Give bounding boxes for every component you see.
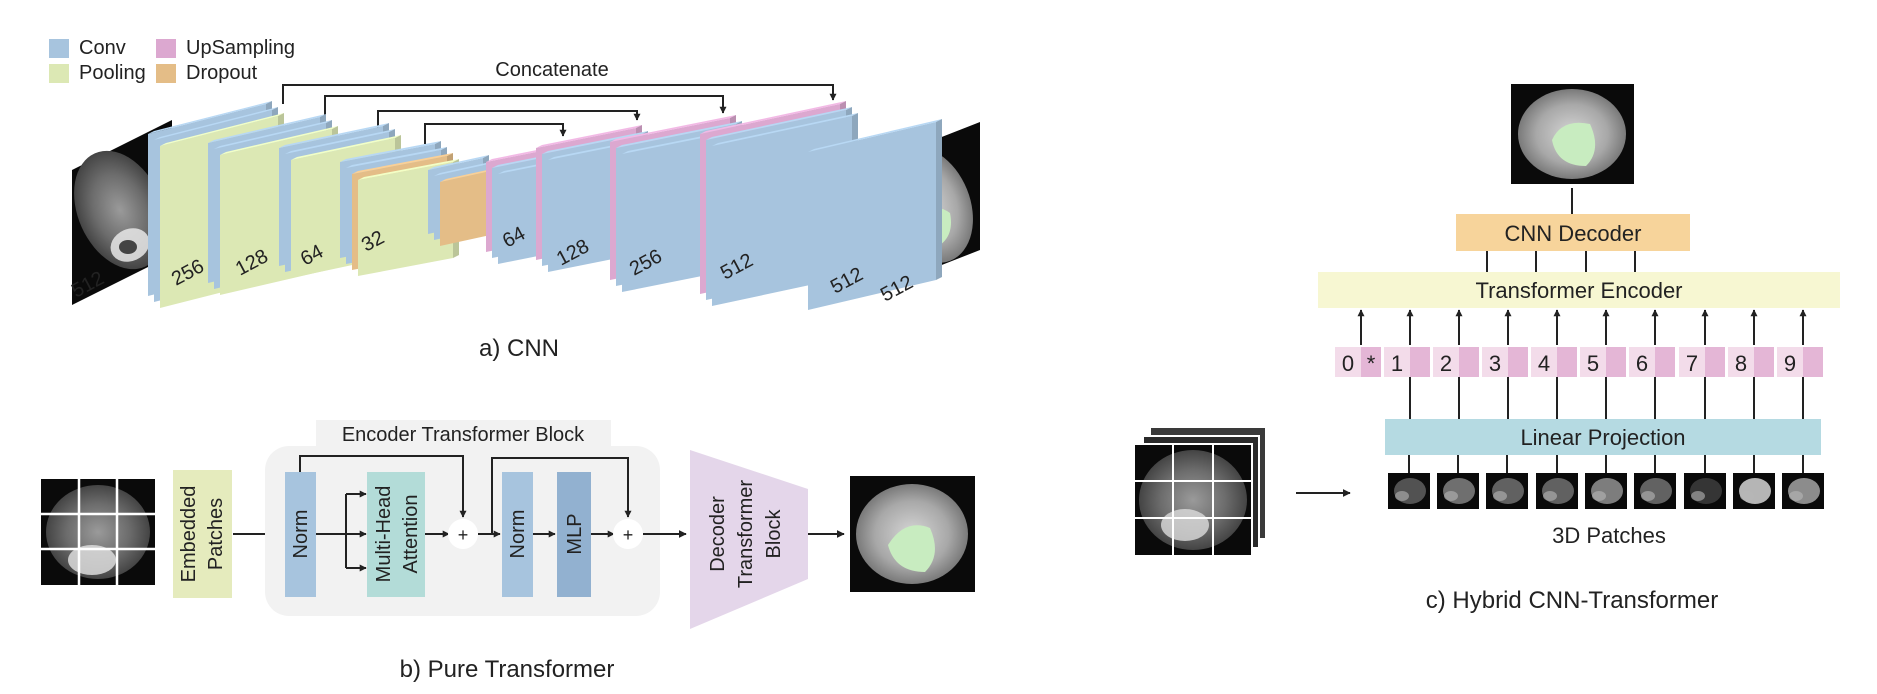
transformer-encoder-label: Transformer Encoder <box>1475 278 1682 303</box>
norm-2-label: Norm <box>507 510 529 559</box>
linear-projection-label: Linear Projection <box>1520 425 1685 450</box>
add-2-label: + <box>623 525 634 545</box>
caption-pure-transformer: b) Pure Transformer <box>400 656 615 683</box>
token-label-0: 0 <box>1342 351 1354 376</box>
mlp-label: MLP <box>564 513 586 554</box>
patch-4 <box>1536 455 1578 509</box>
token-8: 8 <box>1728 309 1774 419</box>
token-1: 1 <box>1384 309 1430 419</box>
hybrid-input-volume <box>1133 426 1267 557</box>
skip-connection-4 <box>424 123 567 144</box>
patch-7 <box>1684 455 1726 509</box>
token-3: 3 <box>1482 309 1528 419</box>
transformer-encoder-box <box>1318 272 1840 308</box>
patch-8 <box>1733 455 1775 509</box>
skip-connection-2 <box>324 95 727 116</box>
patch-3 <box>1486 455 1528 509</box>
norm-1-label: Norm <box>290 510 312 559</box>
token-label-6: 6 <box>1636 351 1648 376</box>
encoder-block-title: Encoder Transformer Block <box>342 424 585 446</box>
norm-2 <box>502 472 533 597</box>
skip-connection-3 <box>377 110 641 128</box>
token-label-5: 5 <box>1587 351 1599 376</box>
token-label-4: 4 <box>1538 351 1550 376</box>
token-label-8: 8 <box>1735 351 1747 376</box>
encoder-block-title-bg <box>316 420 611 448</box>
patch-5 <box>1585 455 1627 509</box>
token-7: 7 <box>1679 309 1725 419</box>
patch-6 <box>1634 455 1676 509</box>
pure-transformer-diagram: Embedded Patches Encoder Transformer Blo… <box>41 420 975 683</box>
token-6: 6 <box>1629 309 1675 419</box>
token-2: 2 <box>1433 309 1479 419</box>
multi-head-attention <box>367 472 425 597</box>
decoder-label-line1: Decoder <box>707 496 729 572</box>
skip-connection-1 <box>282 84 837 104</box>
patches-label: 3D Patches <box>1552 523 1666 548</box>
add-2 <box>613 519 643 549</box>
legend: Conv Pooling UpSampling Dropout <box>49 37 295 84</box>
legend-label-dropout: Dropout <box>186 62 258 84</box>
out-conv-512 <box>808 119 942 310</box>
enc-block-32 <box>340 141 459 276</box>
token-label-1: 1 <box>1391 351 1403 376</box>
mha-input-arrows <box>316 490 367 572</box>
cnn-layer-stack <box>148 101 942 310</box>
skip-connections <box>282 84 837 144</box>
mlp <box>557 472 591 597</box>
caption-cnn: a) CNN <box>479 335 559 362</box>
add-1 <box>448 519 478 549</box>
pure-output-image <box>850 476 975 592</box>
norm-1 <box>285 472 316 597</box>
legend-swatch-upsampling <box>156 39 176 58</box>
linear-projection-box <box>1385 419 1821 455</box>
cnn-decoder-box <box>1456 214 1690 251</box>
mha-label-line2: Attention <box>400 495 422 574</box>
token-5: 5 <box>1580 309 1626 419</box>
hybrid-output-image <box>1511 84 1634 184</box>
patch-9 <box>1782 455 1824 509</box>
embedded-patches-box <box>173 470 232 598</box>
legend-swatch-pooling <box>49 64 69 83</box>
embedded-patches-line2: Patches <box>205 498 227 570</box>
token-label-2: 2 <box>1440 351 1452 376</box>
legend-swatch-dropout <box>156 64 176 83</box>
cnn-decoder-label: CNN Decoder <box>1505 221 1642 246</box>
legend-label-pooling: Pooling <box>79 62 146 84</box>
class-token-mark: * <box>1367 351 1376 376</box>
caption-hybrid: c) Hybrid CNN-Transformer <box>1426 587 1718 614</box>
decoder-label-line3: Block <box>763 509 785 559</box>
token-4: 4 <box>1531 309 1577 419</box>
residual-connection-1 <box>299 455 467 518</box>
token-label-3: 3 <box>1489 351 1501 376</box>
residual-connection-2 <box>491 457 632 534</box>
legend-label-conv: Conv <box>79 37 126 59</box>
patch-strip <box>1388 455 1824 509</box>
out-conv-512-layer-1 <box>808 119 942 310</box>
pure-input-image <box>41 479 155 585</box>
mha-label-line1: Multi-Head <box>373 486 395 583</box>
cnn-input-image <box>72 120 172 305</box>
encoder-to-decoder-lines <box>1486 251 1636 272</box>
legend-label-upsampling: UpSampling <box>186 37 295 59</box>
add-1-label: + <box>458 525 469 545</box>
token-label-7: 7 <box>1686 351 1698 376</box>
token-9: 9 <box>1777 309 1823 419</box>
concatenate-label: Concatenate <box>495 59 608 81</box>
legend-swatch-conv <box>49 39 69 58</box>
patch-1 <box>1388 455 1430 509</box>
embedded-patches-line1: Embedded <box>178 486 200 583</box>
token-label-9: 9 <box>1784 351 1796 376</box>
decoder-label-line2: Transformer <box>735 480 757 589</box>
decoder-transformer-block <box>690 450 808 629</box>
token-0: 0* <box>1335 309 1381 377</box>
patch-2 <box>1437 455 1479 509</box>
